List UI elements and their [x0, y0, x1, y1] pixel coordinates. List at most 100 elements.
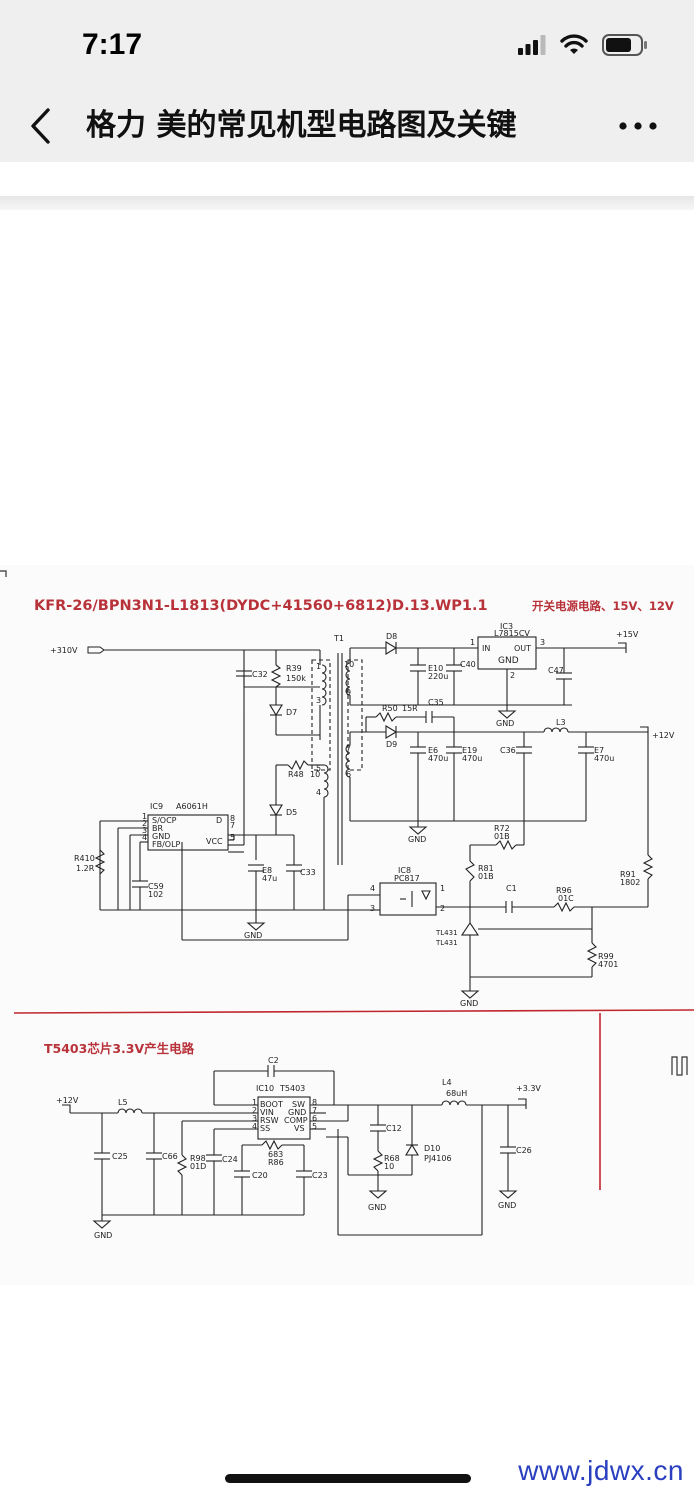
schematic-label-r96: R96	[556, 886, 572, 895]
schematic-label-sw: SW	[292, 1100, 305, 1109]
schematic-label-r81: R81	[478, 864, 494, 873]
schematic-label-gnd_pin: GND	[498, 656, 519, 666]
schematic-label-r48: R48	[288, 770, 304, 779]
schematic-label-ic9: IC9	[150, 802, 163, 811]
schematic-label-l5: L5	[118, 1098, 128, 1107]
schematic-label-n3: 3	[142, 826, 147, 835]
schematic-label-pc817_4: 4	[370, 884, 375, 893]
wifi-icon	[560, 34, 588, 54]
schematic-label-r81v: 01B	[478, 872, 494, 881]
schematic-label-ic8: IC8	[398, 866, 411, 875]
schematic-label-pc817_3: 3	[370, 904, 375, 913]
schematic-label-r410: R410	[74, 854, 95, 863]
circuit-schematic-image[interactable]: KFR-26/BPN3N1-L1813(DYDC+41560+6812)D.13…	[0, 565, 694, 1285]
schematic-label-e10v: 220u	[428, 672, 448, 681]
schematic-label-t1p1: 1	[316, 662, 321, 671]
schematic-label-vcc: VCC	[206, 837, 223, 846]
schematic-label-ic8_part: PC817	[394, 874, 420, 883]
schematic-label-rsw: RSW	[260, 1116, 279, 1125]
status-bar: 7:17	[0, 0, 694, 90]
schematic-label-q5: 5	[312, 1122, 317, 1131]
schematic-label-vin: VIN	[260, 1108, 274, 1117]
schematic-label-p3: 3	[540, 638, 545, 647]
schematic-label-d9: D9	[386, 740, 397, 749]
schematic-label-e8v: 47u	[262, 874, 277, 883]
schematic-label-e8: E8	[262, 866, 272, 875]
schematic-label-e6: E6	[428, 746, 438, 755]
schematic-label-r50v: 15R	[402, 704, 418, 713]
schematic-label-t1p6: 6	[346, 770, 351, 779]
schematic-label-c33: C33	[300, 868, 316, 877]
schematic-label-r96v: 01C	[558, 894, 574, 903]
nav-bar: 格力 美的常见机型电路图及关键	[0, 90, 694, 162]
schematic-label-gnd1: GND	[496, 719, 514, 728]
schematic-label-t1p4: 4	[316, 788, 321, 797]
schematic-label-t1p5: 5	[316, 764, 321, 773]
chevron-left-icon	[31, 108, 50, 144]
schematic-label-q3: 3	[252, 1114, 257, 1123]
status-time: 7:17	[82, 28, 143, 61]
schematic-label-e7v: 470u	[594, 754, 614, 763]
schematic-label-d10v: PJ4106	[424, 1154, 452, 1163]
schematic-label-d10: D10	[424, 1144, 440, 1153]
schematic-label-gnd: GND	[152, 832, 170, 841]
schematic-label-q6: 6	[312, 1114, 317, 1123]
schematic-label-v33: +3.3V	[516, 1084, 541, 1093]
schematic-label-pc817_2: 2	[440, 904, 445, 913]
schematic-label-c25: C25	[112, 1152, 128, 1161]
more-button[interactable]	[616, 104, 660, 148]
schematic-label-r50: R50	[382, 704, 398, 713]
schematic-label-r68v: 10	[384, 1162, 394, 1171]
schematic-label-r68: R68	[384, 1154, 400, 1163]
schematic-label-r91: R91	[620, 870, 636, 879]
schematic-title: KFR-26/BPN3N1-L1813(DYDC+41560+6812)D.13…	[34, 598, 488, 614]
schematic-label-tl431a: TL431	[435, 929, 458, 937]
schematic-label-p2: 2	[510, 671, 515, 680]
schematic-label-c66: C66	[162, 1152, 178, 1161]
schematic-label-t1: T1	[333, 634, 344, 643]
schematic-label-n1: 1	[142, 812, 147, 821]
schematic-label-c1: C1	[506, 884, 517, 893]
schematic-label-r91v: 1802	[620, 878, 640, 887]
schematic-label-c2: C2	[268, 1056, 279, 1065]
schematic-label-ic10: IC10	[256, 1084, 274, 1093]
page-title: 格力 美的常见机型电路图及关键	[86, 108, 517, 143]
schematic-label-q7: 7	[312, 1106, 317, 1115]
schematic-svg: KFR-26/BPN3N1-L1813(DYDC+41560+6812)D.13…	[0, 570, 694, 1240]
schematic-label-gnd10: GND	[288, 1108, 306, 1117]
schematic-label-c59: C59	[148, 882, 164, 891]
schematic-label-r48v: 10	[310, 770, 320, 779]
schematic-label-d: D	[216, 816, 222, 825]
schematic-label-c26: C26	[516, 1146, 532, 1155]
corner-mark	[0, 570, 7, 577]
schematic-label-gnd6: GND	[368, 1203, 386, 1212]
schematic-label-e19v: 470u	[462, 754, 482, 763]
schematic-label-l3: L3	[556, 718, 566, 727]
schematic-label-ic3_part: L7815CV	[494, 629, 530, 638]
schematic-label-gnd2: GND	[408, 835, 426, 844]
schematic-label-gnd7: GND	[498, 1201, 516, 1210]
schematic-label-v12: +12V	[652, 731, 675, 740]
back-button[interactable]	[20, 104, 64, 148]
schematic-label-r98: R98	[190, 1154, 206, 1163]
schematic-label-gnd5: GND	[94, 1231, 112, 1240]
schematic-label-q1: 1	[252, 1098, 257, 1107]
schematic-label-gnd4: GND	[460, 999, 478, 1008]
home-indicator[interactable]	[225, 1474, 471, 1483]
schematic-label-br: BR	[152, 824, 163, 833]
schematic-label-ic10_part: T5403	[279, 1084, 305, 1093]
schematic-label-n8: 8	[230, 814, 235, 823]
schematic-labels: +310V +15V +12V T1 D8 IC3 L7815CV IN OUT…	[50, 622, 675, 1240]
schematic-label-c35: C35	[428, 698, 444, 707]
cellular-signal-icon	[518, 35, 546, 55]
schematic-label-e19: E19	[462, 746, 477, 755]
schematic-label-ic3: IC3	[500, 622, 513, 631]
status-icons	[518, 32, 648, 58]
schematic-label-comp: COMP	[284, 1116, 308, 1125]
schematic-label-gnd3: GND	[244, 931, 262, 940]
schematic-label-d5: D5	[286, 808, 297, 817]
schematic-label-e6v: 470u	[428, 754, 448, 763]
schematic-label-n5: 5	[230, 833, 235, 842]
schematic-label-r72v: 01B	[494, 832, 510, 841]
schematic-label-r39: R39	[286, 664, 302, 673]
